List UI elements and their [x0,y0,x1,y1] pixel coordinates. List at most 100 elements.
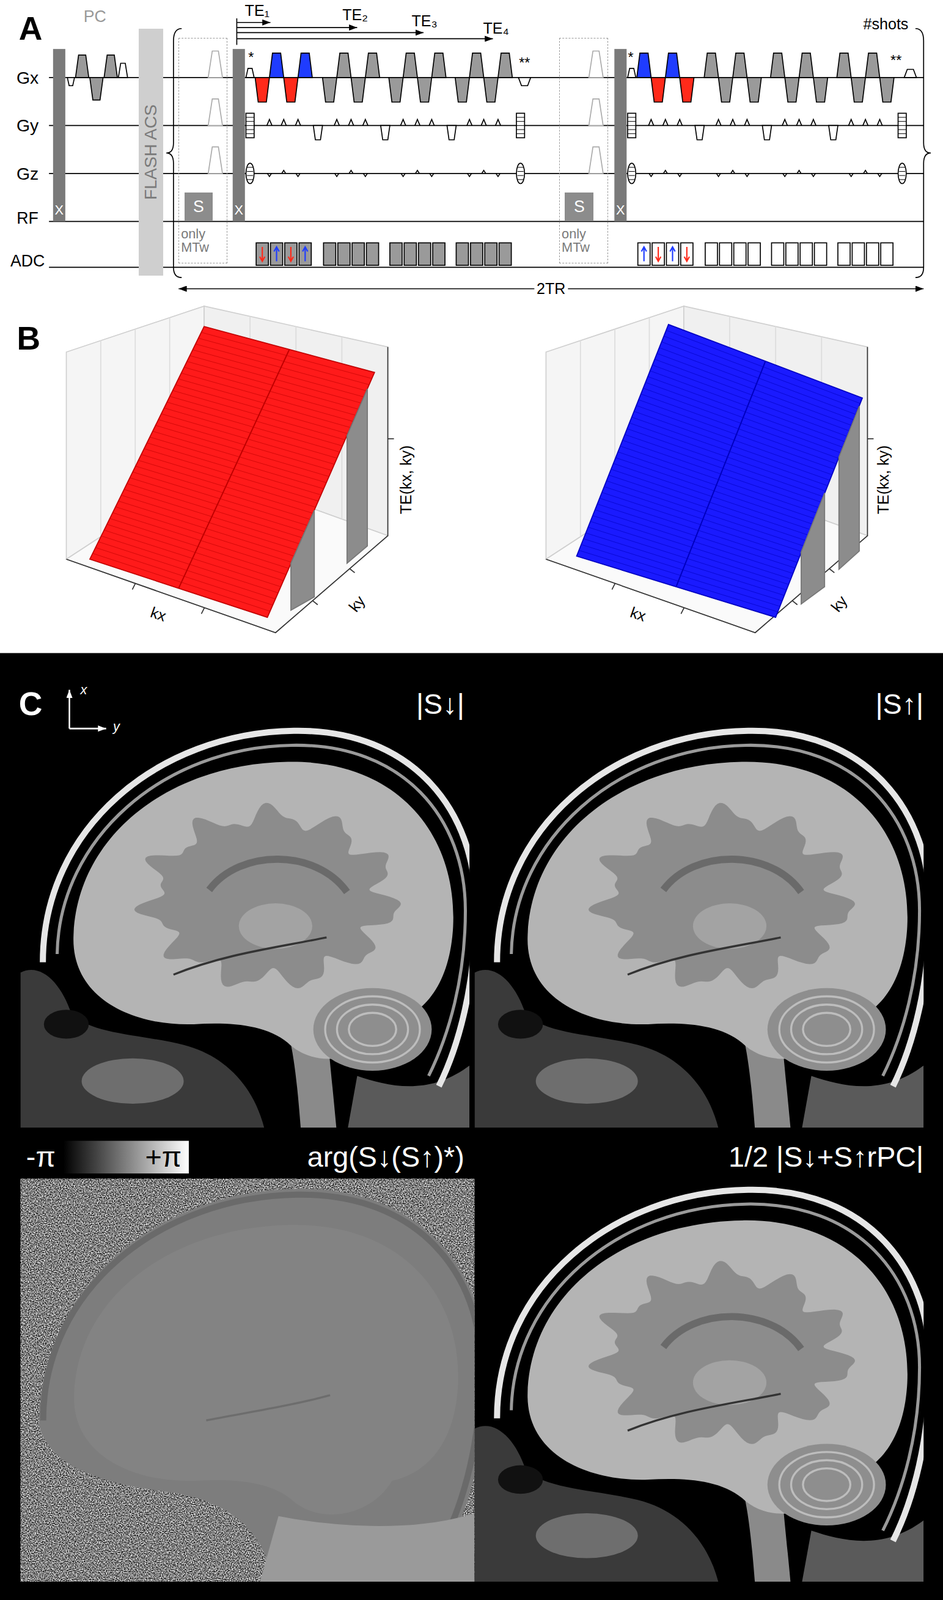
partition-blip [295,173,301,177]
partition-blip [811,173,816,177]
cerebellar-folia [803,1468,851,1501]
axis-label: TE(kx, ky) [876,444,892,514]
cerebellum [313,988,433,1071]
surface-mesh [178,349,290,589]
spoiler-lobe [589,50,604,78]
spoiler-lobe [208,146,223,173]
readout-lobe [403,53,418,78]
phase-blip [782,119,788,126]
partition-table-step [246,171,254,172]
partition-blip [429,173,434,177]
readout-lobe [784,77,799,103]
vessel [627,1394,781,1431]
excitation-bar [53,48,66,222]
phase-blip [648,119,654,126]
image-panel [20,1178,487,1582]
partition-table-step [628,179,635,180]
scalp [496,1189,924,1541]
lobe-marker: ** [890,53,902,68]
phase-neck [259,1513,475,1582]
partition-table-step [517,166,524,168]
partition-blip [744,173,750,177]
phase-blip [334,119,340,126]
readout-lobe [836,53,851,78]
cerebellum [767,988,887,1071]
cerebellar-folia [348,1012,397,1046]
white-matter [588,803,855,989]
readout-direction-arrow [684,246,690,261]
phase-blip [663,119,668,126]
phase-table-step [516,125,525,126]
axis-tick [829,568,835,573]
readout-lobe [665,53,680,78]
adc-window [638,242,651,266]
readout-lobe [298,53,313,78]
phase-brain [73,1224,459,1515]
channel-baseline [48,220,924,222]
colorbar-label: +π [144,1142,182,1172]
adc-window [785,242,799,266]
node-text: only MTw [180,227,226,256]
sinus [44,1009,89,1039]
partition-table [898,163,907,184]
partition-table-step [898,171,906,172]
figure-graphic [545,306,874,633]
spoiler-lobe [208,50,223,78]
colorbar-label: -π [26,1142,56,1172]
axis-tick [349,568,355,573]
adc-window [484,242,497,266]
phase-table-step [245,121,254,122]
phase-table-step [516,133,525,134]
saturation-pulse-box: S [184,192,214,222]
echo-time-label: TE₄ [482,20,509,37]
readout-lobe [732,53,747,78]
readout-lobe [865,53,880,78]
phase-table-step [245,133,254,134]
node-text: FLASH ACS [141,104,161,200]
pc-lobe [67,77,75,86]
scalp [42,730,470,1087]
phase-blip [429,119,434,126]
lobe-marker: * [627,50,634,65]
readout-direction-arrow [655,246,661,261]
phase-blip [466,119,472,126]
adc-window [680,242,694,266]
panel-letter: B [16,322,41,356]
surface-side [839,406,860,570]
echo-time-label: TE₁ [245,3,270,19]
axis-label: ky [346,593,368,615]
partition-table-step [628,166,635,168]
phase-head [39,1188,475,1582]
phase-table-step [898,129,907,131]
cerebellar-folia [791,1460,863,1509]
phase-rewind-lobe [694,125,705,140]
adc-window [256,242,269,266]
readout-lobe [770,53,785,78]
adc-window [432,242,445,266]
adc-window [418,242,431,266]
adc-window [389,242,403,266]
image-title: |S↑| [875,689,924,719]
readout-lobe [813,77,828,103]
phase-scalp [43,1194,475,1542]
adc-window [366,242,379,266]
readout-lobe [746,77,761,103]
partition-blip [496,173,501,177]
sinus [498,1009,543,1039]
channel-baseline [48,267,924,269]
partition-blip [400,173,406,177]
phase-table-step [898,121,907,122]
spoiler-lobe [904,69,917,78]
partition-table-step [517,175,524,177]
pulse-label: X [616,203,625,217]
partition-blip [796,170,802,174]
cerebellar-folia [779,1452,874,1518]
adc-window [799,242,813,266]
adc-window [470,242,483,266]
phase-table-step [898,125,907,126]
adc-window [323,242,336,266]
partition-table-step [898,175,906,177]
cerebellum [767,1444,887,1527]
phase-vessel [205,1395,331,1421]
phase-table-step [627,125,636,126]
